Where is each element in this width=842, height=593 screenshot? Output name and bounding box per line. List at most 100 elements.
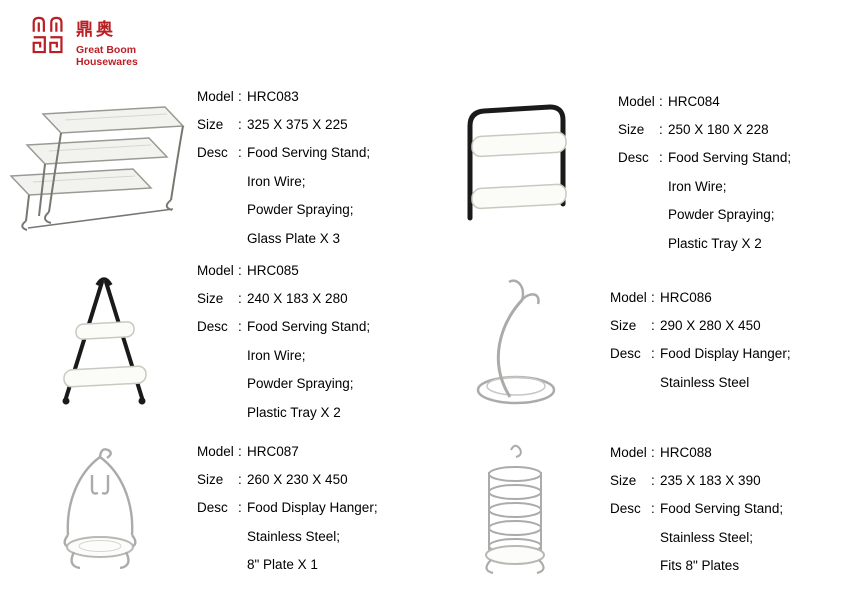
colon-separator: : <box>659 93 663 109</box>
brand-name-en-1: Great Boom <box>76 44 137 56</box>
product-info-hrc084: Model:HRC084 Size:250 X 180 X 228 Desc:F… <box>618 87 791 257</box>
brand-name-chinese: 鼎奥 <box>76 20 116 39</box>
desc-label: Desc <box>610 501 641 517</box>
desc-row: Plastic Tray X 2 <box>618 229 791 257</box>
model-value: HRC085 <box>247 262 299 278</box>
desc-value-line: 8" Plate X 1 <box>247 557 318 573</box>
model-label: Model <box>197 88 234 104</box>
brand-name-en-2: Housewares <box>76 56 138 69</box>
desc-value-line: Stainless Steel; <box>660 529 754 545</box>
desc-value-line: Plastic Tray X 2 <box>668 235 762 251</box>
desc-row: Plastic Tray X 2 <box>197 398 370 426</box>
product-image-hrc083 <box>5 100 190 235</box>
model-value: HRC086 <box>660 289 712 305</box>
colon-separator: : <box>238 88 242 104</box>
desc-label: Desc <box>618 150 649 166</box>
desc-value-line: Food Serving Stand; <box>247 319 371 335</box>
colon-separator: : <box>651 444 655 460</box>
brand-seal-icon <box>32 16 63 54</box>
desc-value-line: Powder Spraying; <box>247 202 354 218</box>
size-value: 325 X 375 X 225 <box>247 117 348 133</box>
colon-separator: : <box>238 291 242 307</box>
desc-row: Iron Wire; <box>197 167 370 195</box>
size-label: Size <box>618 122 645 138</box>
desc-row: Powder Spraying; <box>197 370 370 398</box>
desc-label: Desc <box>610 346 641 362</box>
model-row: Model: HRC084 <box>618 87 791 115</box>
desc-row: Powder Spraying; <box>618 201 791 229</box>
colon-separator: : <box>651 346 655 362</box>
product-info-hrc088: Model:HRC088 Size:235 X 183 X 390 Desc:F… <box>610 438 783 580</box>
size-label: Size <box>197 472 224 488</box>
desc-row: Desc: Food Serving Stand; <box>197 313 370 341</box>
desc-label: Desc <box>197 319 228 335</box>
desc-value-line: Fits 8" Plates <box>660 558 740 574</box>
desc-row: Iron Wire; <box>618 172 791 200</box>
product-image-hrc084 <box>450 100 590 235</box>
desc-row: Iron Wire; <box>197 341 370 369</box>
model-label: Model <box>618 93 655 109</box>
colon-separator: : <box>651 289 655 305</box>
desc-row: Stainless Steel <box>610 368 791 396</box>
desc-value-line: Stainless Steel; <box>247 528 341 544</box>
product-image-hrc085 <box>48 272 158 412</box>
desc-value-line: Glass Plate X 3 <box>247 230 341 246</box>
colon-separator: : <box>238 500 242 516</box>
brand-text: 鼎奥 Great Boom Housewares <box>76 13 138 69</box>
product-image-hrc086 <box>466 266 566 411</box>
size-label: Size <box>610 318 637 334</box>
colon-separator: : <box>238 472 242 488</box>
size-value: 290 X 280 X 450 <box>660 318 761 334</box>
desc-label: Desc <box>197 145 228 161</box>
size-row: Size:260 X 230 X 450 <box>197 465 378 493</box>
desc-row: Desc: Food Serving Stand; <box>610 495 783 523</box>
model-row: Model: HRC083 <box>197 82 370 110</box>
colon-separator: : <box>238 262 242 278</box>
model-value: HRC084 <box>668 93 720 109</box>
desc-row: 8" Plate X 1 <box>197 551 378 579</box>
brand-logo: 鼎奥 Great Boom Housewares <box>30 13 138 69</box>
size-label: Size <box>197 291 224 307</box>
colon-separator: : <box>238 443 242 459</box>
model-row: Model: HRC085 <box>197 256 370 284</box>
size-row: Size:250 X 180 X 228 <box>618 115 791 143</box>
colon-separator: : <box>651 473 655 489</box>
colon-separator: : <box>238 117 242 133</box>
model-value: HRC088 <box>660 444 712 460</box>
desc-value-line: Food Serving Stand; <box>660 501 784 517</box>
desc-row: Stainless Steel; <box>197 522 378 550</box>
desc-value-line: Powder Spraying; <box>247 376 354 392</box>
desc-value-line: Food Serving Stand; <box>247 145 371 161</box>
size-value: 260 X 230 X 450 <box>247 472 348 488</box>
desc-row: Stainless Steel; <box>610 523 783 551</box>
desc-value-line: Stainless Steel <box>660 374 750 390</box>
desc-value-line: Iron Wire; <box>247 347 306 363</box>
desc-row: Glass Plate X 3 <box>197 224 370 252</box>
colon-separator: : <box>651 501 655 517</box>
desc-row: Powder Spraying; <box>197 196 370 224</box>
model-row: Model: HRC086 <box>610 283 791 311</box>
colon-separator: : <box>659 122 663 138</box>
size-row: Size:325 X 375 X 225 <box>197 110 370 138</box>
product-info-hrc086: Model: HRC086 Size:290 X 280 X 450 Desc: F… <box>610 283 791 397</box>
desc-value-line: Plastic Tray X 2 <box>247 404 341 420</box>
model-value: HRC083 <box>247 88 299 104</box>
desc-label: Desc <box>197 500 228 516</box>
size-value: 250 X 180 X 228 <box>668 122 769 138</box>
desc-value-line: Food Display Hanger; <box>660 346 791 362</box>
size-row: Size:235 X 183 X 390 <box>610 466 783 494</box>
desc-row: Fits 8" Plates <box>610 552 783 580</box>
model-row: Model:HRC088 <box>610 438 783 466</box>
product-image-hrc087 <box>48 443 153 583</box>
product-info-hrc083: Model:HRC083 Size:325 X 375 X 225 Desc:F… <box>197 82 370 252</box>
model-label: Model <box>610 289 647 305</box>
model-label: Model <box>197 443 234 459</box>
size-label: Size <box>197 117 224 133</box>
desc-row: Desc:Food Serving Stand; <box>197 139 370 167</box>
colon-separator: : <box>238 319 242 335</box>
desc-row: Desc: Food Display Hanger; <box>610 340 791 368</box>
model-label: Model <box>197 262 234 278</box>
desc-value-line: Powder Spraying; <box>668 207 775 223</box>
product-image-hrc088 <box>468 440 563 580</box>
